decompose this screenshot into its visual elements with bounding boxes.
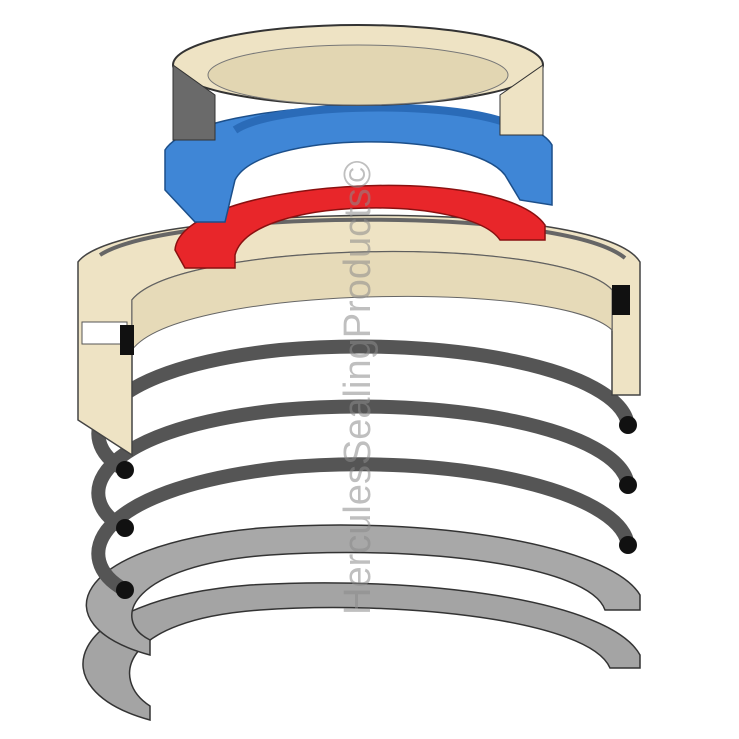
wiper-cap	[172, 24, 544, 141]
o-ring-3	[91, 457, 637, 599]
blue-seal	[164, 103, 553, 223]
o-ring-2	[91, 399, 637, 537]
watermark-text: HerculesSealingProducts©	[337, 160, 379, 615]
backup-ring-upper	[85, 524, 641, 656]
red-backup-ring	[174, 184, 546, 269]
